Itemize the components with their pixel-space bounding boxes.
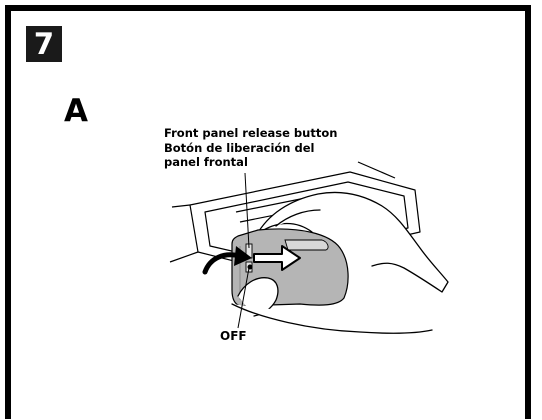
- release-button-label-line-3: panel frontal: [164, 155, 248, 169]
- off-pointer-dot: [247, 264, 253, 270]
- off-leader-line: [237, 267, 250, 329]
- release-button-label-line-2: Botón de liberación del: [164, 140, 315, 155]
- release-button-leader-line: [244, 172, 250, 249]
- curved-arrow-left-icon: [202, 246, 252, 275]
- release-button-label-line-1: Front panel release button: [164, 126, 338, 140]
- section-label: A: [64, 93, 88, 129]
- release-button-callout: Front panel release button Botón de libe…: [164, 126, 337, 170]
- thumb-illustration: [231, 277, 433, 334]
- step-number-badge: 7: [26, 26, 62, 62]
- off-callout: OFF: [220, 329, 247, 343]
- arrow-right-icon: [253, 245, 301, 271]
